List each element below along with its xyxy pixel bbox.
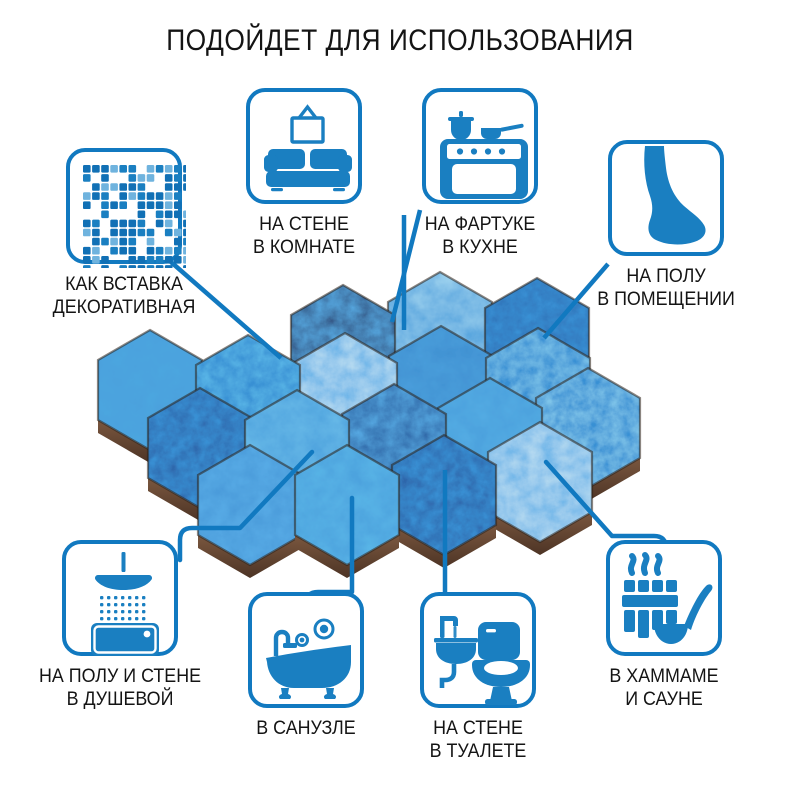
card-shower[interactable]: НА ПОЛУ И СТЕНЕ В ДУШЕВОЙ — [5, 540, 235, 711]
label-line-1: В САНУЗЛЕ — [256, 718, 356, 739]
card-decor[interactable]: КАК ВСТАВКА ДЕКОРАТИВНАЯ — [9, 148, 239, 319]
label-line-1: НА ФАРТУКЕ — [424, 214, 536, 235]
kitchen-icon-box — [422, 88, 538, 204]
card-room[interactable]: НА СТЕНЕ В КОМНАТЕ — [242, 88, 366, 259]
label-line-1: НА ПОЛУ И СТЕНЕ — [38, 666, 202, 687]
sofa-with-picture-icon — [264, 104, 352, 192]
label-line-2: ДЕКОРАТИВНАЯ — [52, 297, 196, 318]
label-line-2: В ДУШЕВОЙ — [66, 689, 174, 710]
label-line-2: В КОМНАТЕ — [252, 237, 356, 258]
card-bath-label: В САНУЗЛЕ — [198, 717, 414, 740]
mosaic-tile — [293, 443, 401, 578]
card-floor-label: НА ПОЛУ В ПОМЕЩЕНИИ — [558, 265, 774, 311]
label-line-1: НА СТЕНЕ — [259, 214, 349, 235]
card-decor-label: КАК ВСТАВКА ДЕКОРАТИВНАЯ — [16, 273, 232, 319]
mosaic-tile — [486, 420, 594, 555]
shower-head-icon — [91, 552, 159, 656]
bath-icon-box — [248, 592, 364, 708]
card-kitchen[interactable]: НА ФАРТУКЕ В КУХНЕ — [418, 88, 542, 259]
label-line-2: В ПОМЕЩЕНИИ — [597, 289, 735, 310]
label-line-1: В ХАММАМЕ — [609, 666, 719, 687]
page-title: ПОДОЙДЕТ ДЛЯ ИСПОЛЬЗОВАНИЯ — [166, 24, 634, 57]
stove-with-pot-icon — [440, 111, 528, 199]
card-shower-label: НА ПОЛУ И СТЕНЕ В ДУШЕВОЙ — [12, 665, 228, 711]
label-line-2: В ТУАЛЕТЕ — [429, 741, 527, 762]
card-bath[interactable]: В САНУЗЛЕ — [191, 592, 421, 740]
sink-and-toilet-icon — [434, 616, 530, 705]
toilet-icon-box — [420, 592, 536, 708]
mosaic-tile — [390, 433, 498, 568]
floor-icon-box — [608, 140, 724, 256]
card-sauna-label: В ХАММАМЕ И САУНЕ — [556, 665, 772, 711]
card-room-label: НА СТЕНЕ В КОМНАТЕ — [246, 213, 363, 259]
label-line-1: НА ПОЛУ — [626, 266, 706, 287]
label-line-2: В КУХНЕ — [442, 237, 518, 258]
label-line-1: КАК ВСТАВКА — [65, 274, 183, 295]
card-toilet[interactable]: НА СТЕНЕ В ТУАЛЕТЕ — [363, 592, 593, 763]
decor-icon-box — [66, 148, 186, 268]
label-line-1: НА СТЕНЕ — [433, 718, 523, 739]
card-kitchen-label: НА ФАРТУКЕ В КУХНЕ — [422, 213, 539, 259]
bare-foot-icon — [644, 146, 706, 245]
room-icon-box — [246, 88, 362, 204]
bathtub-icon — [266, 618, 351, 699]
mosaic-pixels-icon — [83, 165, 186, 268]
card-toilet-label: НА СТЕНЕ В ТУАЛЕТЕ — [370, 717, 586, 763]
label-line-2: И САУНЕ — [625, 689, 703, 710]
card-sauna[interactable]: В ХАММАМЕ И САУНЕ — [549, 540, 779, 711]
shower-icon-box — [62, 540, 178, 656]
card-floor[interactable]: НА ПОЛУ В ПОМЕЩЕНИИ — [551, 140, 781, 311]
sauna-heater-ladle-icon — [622, 552, 713, 644]
sauna-icon-box — [606, 540, 722, 656]
